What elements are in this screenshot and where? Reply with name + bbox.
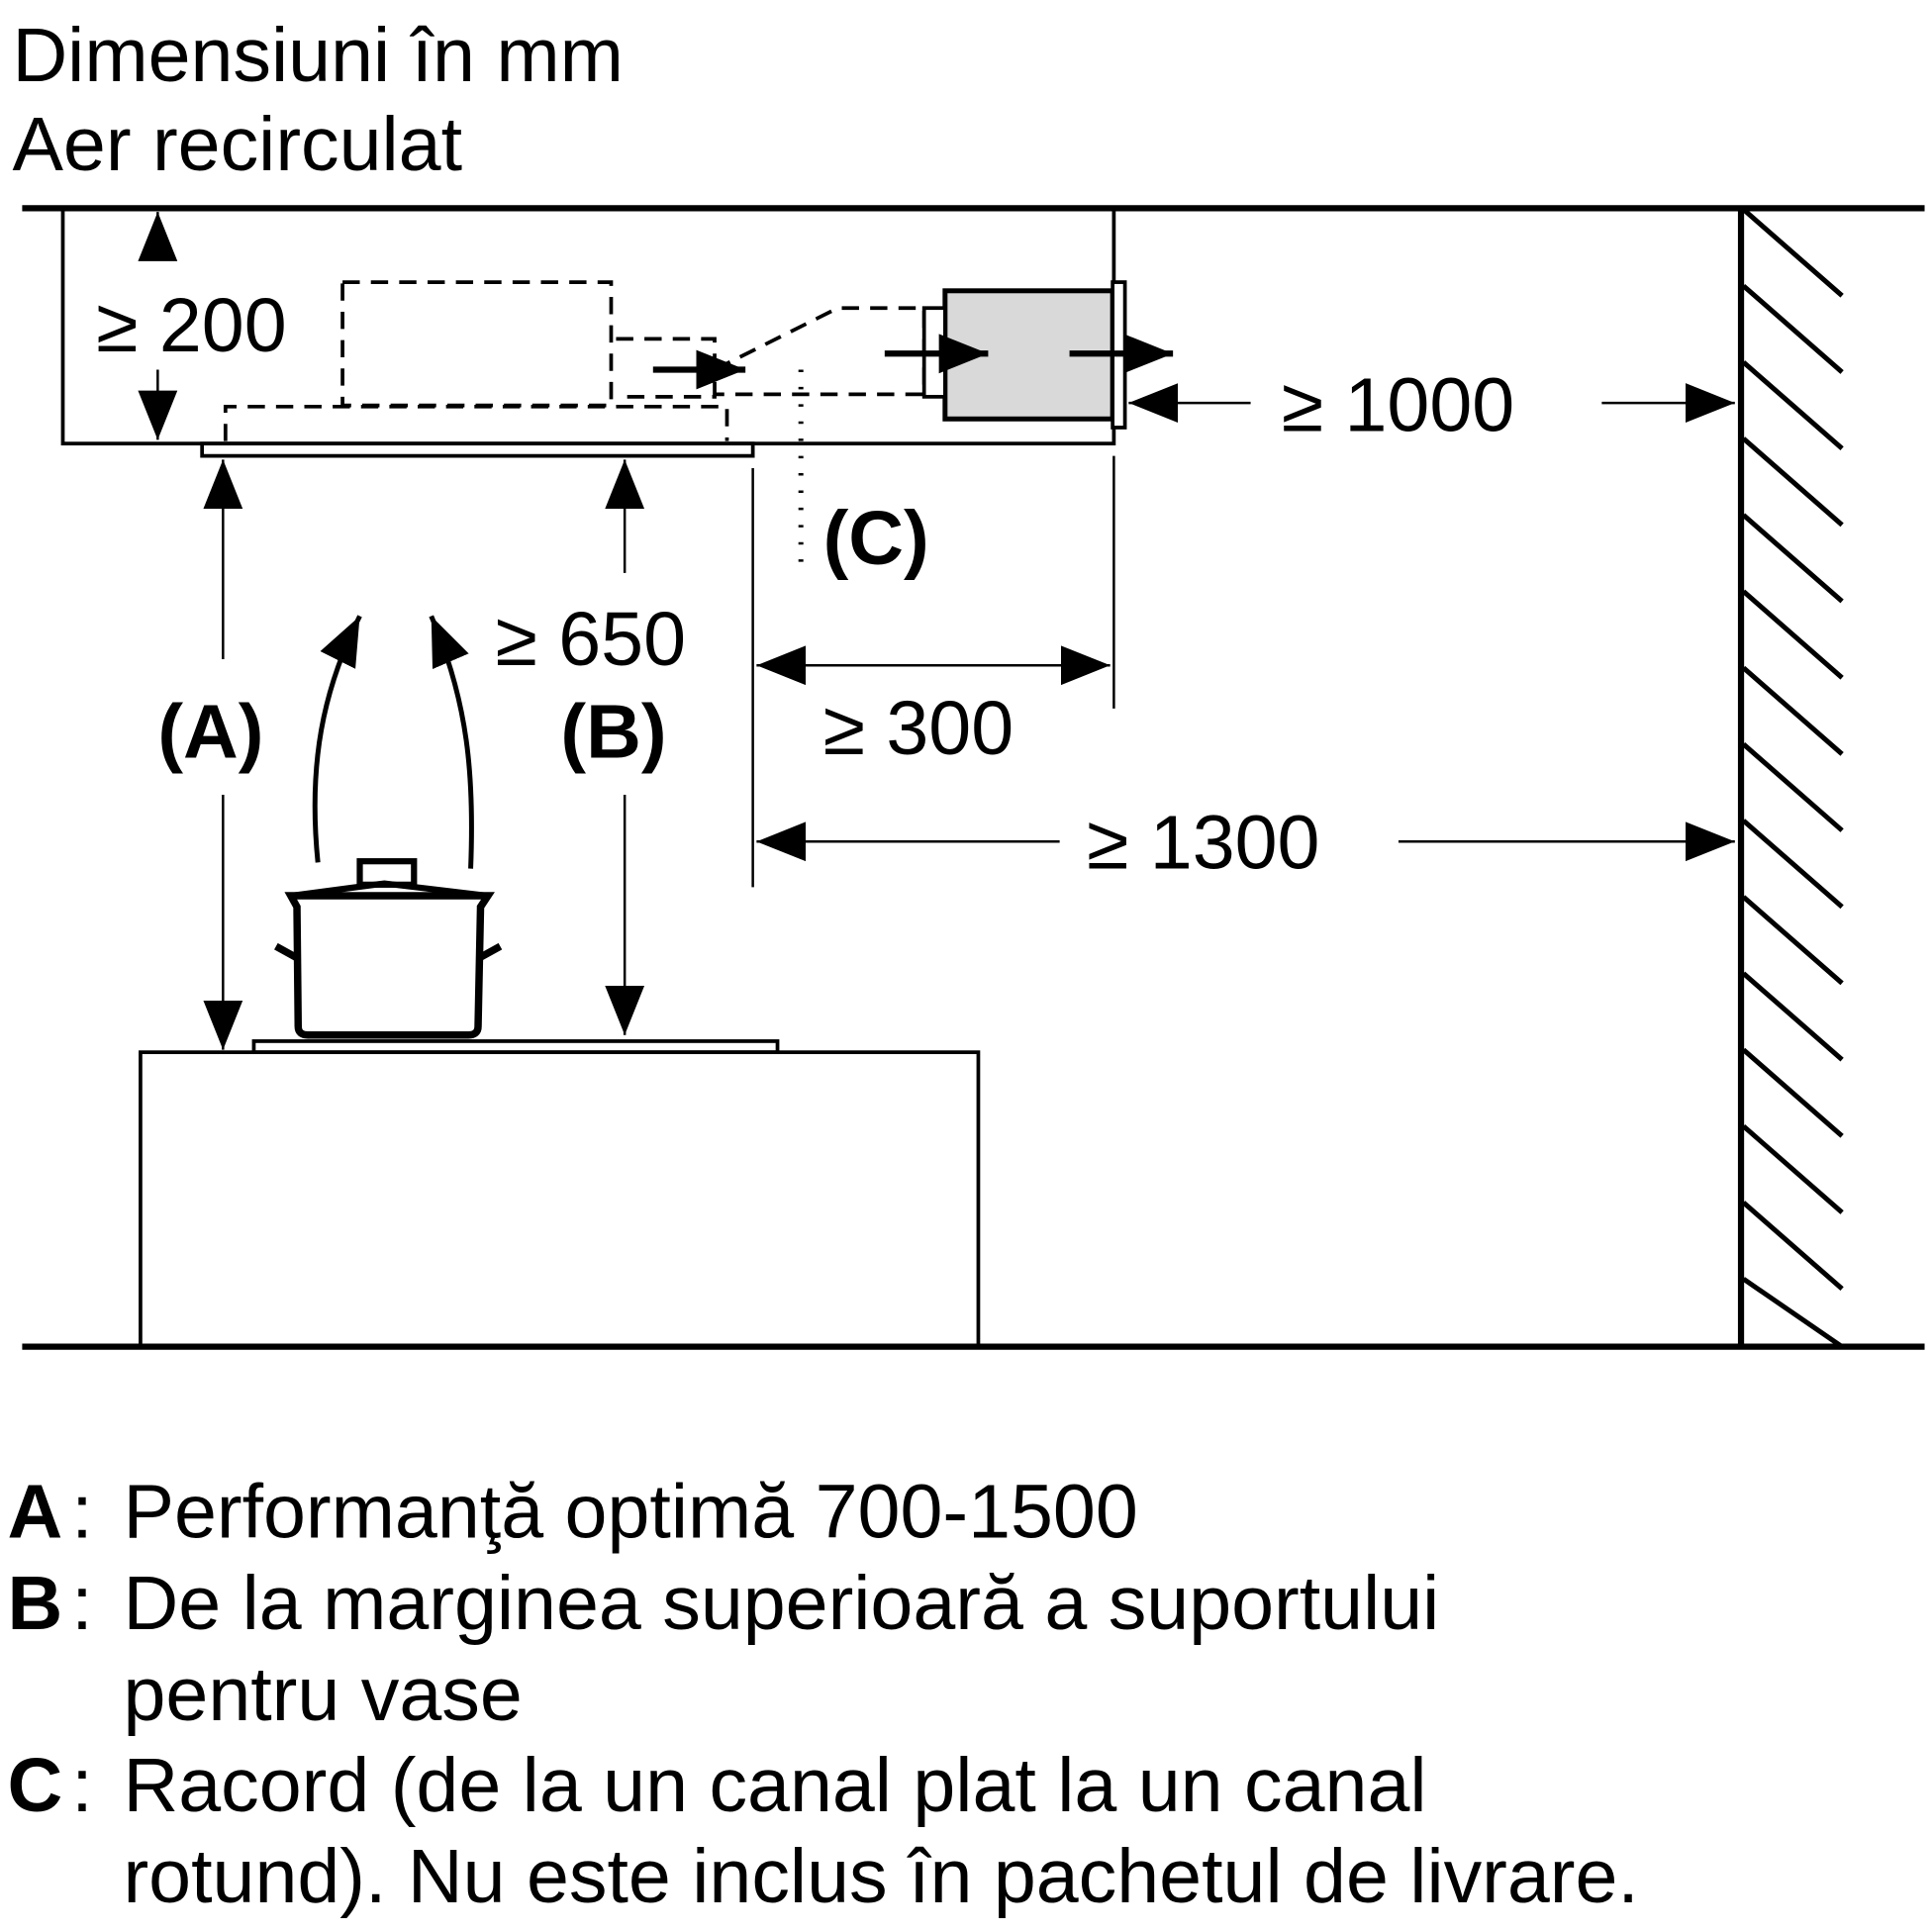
wall-hatch: [1741, 207, 1844, 1349]
hatch-line: [1741, 819, 1844, 910]
legend-key-c: C: [7, 1743, 62, 1828]
svg-text::: :: [71, 1561, 92, 1646]
hatch-line: [1741, 589, 1844, 680]
marker-a: (A): [157, 690, 263, 775]
marker-c: (C): [823, 496, 929, 581]
hood-outline: [223, 404, 729, 441]
hatch-line: [1741, 1047, 1844, 1138]
hatch-line: [1741, 513, 1844, 604]
hatch-line: [1741, 283, 1844, 374]
legend-key-b: B: [7, 1561, 62, 1646]
marker-b: (B): [560, 690, 666, 775]
svg-text::: :: [71, 1743, 92, 1828]
hatch-line: [1741, 360, 1844, 451]
legend: A : Performanţă optimă 700-1500 B : De l…: [7, 1470, 1638, 1919]
hatch-line: [1741, 1123, 1844, 1214]
dim-1300-label: ≥ 1300: [1087, 801, 1319, 886]
hatch-line: [1741, 665, 1844, 756]
hatch-line: [1741, 436, 1844, 528]
hatch-line: [1742, 1277, 1844, 1349]
hood-panel: [200, 441, 755, 458]
hatch-line: [1741, 971, 1844, 1062]
title-mode: Aer recirculat: [12, 102, 462, 187]
title-dimensions: Dimensiuni în mm: [12, 13, 624, 98]
hatch-line: [1741, 895, 1844, 986]
hatch-line: [1741, 207, 1844, 298]
connector-outline: [616, 306, 926, 399]
dim-200-label: ≥ 200: [96, 283, 287, 368]
hatch-line: [1741, 742, 1844, 832]
hatch-line: [1741, 1201, 1844, 1292]
svg-text::: :: [71, 1470, 92, 1555]
dim-300-label: ≥ 300: [823, 686, 1014, 771]
rising-air-arrow-icon: [312, 615, 362, 863]
pot-icon: [274, 858, 503, 1039]
legend-key-a: A: [7, 1470, 62, 1555]
legend-text-c-2: rotund). Nu este inclus în pachetul de l…: [123, 1834, 1638, 1919]
dim-650-label: ≥ 650: [495, 597, 686, 682]
legend-text-b: De la marginea superioară a suportului: [123, 1561, 1439, 1646]
legend-text-a: Performanţă optimă 700-1500: [123, 1470, 1137, 1555]
fan-unit-outline: [340, 280, 614, 408]
dim-1000-label: ≥ 1000: [1282, 363, 1514, 448]
kitchen-counter: [139, 1050, 981, 1349]
legend-text-c: Racord (de la un canal plat la un canal: [123, 1743, 1426, 1828]
rising-air-arrow-icon: [429, 615, 474, 869]
legend-text-b-2: pentru vase: [123, 1652, 522, 1737]
